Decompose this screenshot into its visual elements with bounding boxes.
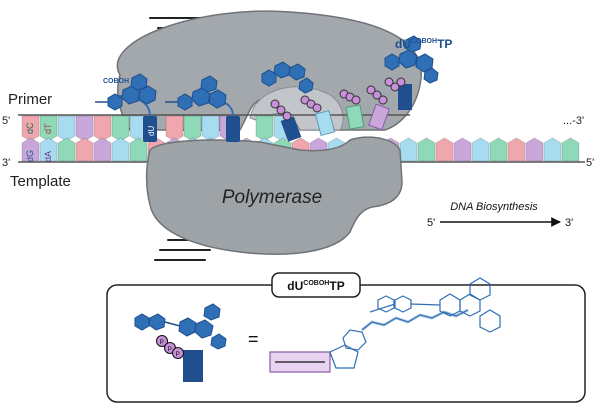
template-base: [471, 137, 490, 162]
equals-sign: =: [248, 329, 259, 349]
svg-text:P: P: [160, 339, 164, 346]
primer-base: [111, 115, 130, 142]
polymerase-body: [145, 136, 403, 255]
incoming-nucleotide-4: [366, 85, 390, 131]
primer-bases: [21, 115, 292, 142]
svg-text:P: P: [176, 351, 180, 358]
template-base: [75, 137, 94, 162]
template-base: [93, 137, 112, 162]
primer-base: [201, 115, 220, 142]
incoming-nucleotide-5: [384, 77, 412, 110]
legend-da: dA: [43, 151, 53, 162]
primer-3prime: ...-3': [563, 115, 584, 127]
nucleotide-icon-simplified: P P P: [134, 303, 227, 382]
primer-base: [75, 115, 94, 142]
base-legend: dC dT dG dA: [25, 122, 53, 162]
direction-title: DNA Biosynthesis: [450, 201, 538, 213]
incoming-nucleotides: [270, 77, 412, 142]
polymerase-label: Polymerase: [222, 187, 322, 208]
structure-box-title-bg: [271, 272, 361, 298]
direction-indicator: DNA Biosynthesis 5' 3': [427, 201, 573, 229]
primer-base: [21, 115, 40, 142]
primer-label: Primer: [8, 91, 52, 108]
template-base: [453, 137, 472, 162]
direction-3prime: 3': [565, 217, 573, 229]
legend-dg: dG: [25, 150, 35, 162]
svg-text:P: P: [168, 346, 172, 353]
primer-base: [165, 115, 184, 142]
template-base: [435, 137, 454, 162]
incorporated-du-label: dU: [147, 126, 156, 136]
structure-box-title: dUCOBOHTP: [287, 279, 344, 293]
dye-molecule-2: [165, 75, 227, 111]
template-base: [111, 137, 130, 162]
primer-base: [255, 115, 274, 142]
incoming-nucleotide-2: [300, 95, 336, 137]
template-label: Template: [10, 173, 71, 190]
template-5prime: 5': [586, 157, 594, 169]
template-base: [525, 137, 544, 162]
template-base: [561, 137, 580, 162]
dye-molecule-1: [95, 73, 157, 111]
template-base: [39, 137, 58, 162]
template-base: [417, 137, 436, 162]
icon-base-block: [183, 350, 203, 382]
template-base: [21, 137, 40, 162]
template-3prime: 3': [2, 157, 10, 169]
incoming-nucleotide-1: [270, 99, 302, 142]
primer-base: [93, 115, 112, 142]
structure-box: [106, 284, 586, 403]
template-base: [57, 137, 76, 162]
incoming-dye-2: [384, 35, 439, 84]
legend-dc: dC: [25, 122, 35, 134]
primer-5prime: 5': [2, 115, 10, 127]
nucleotide-top-label: dUCOBOHTP: [395, 37, 452, 51]
template-base: [507, 137, 526, 162]
primer-base: [129, 115, 148, 142]
coboh-small-label: COBOH: [103, 78, 129, 85]
template-base: [399, 137, 418, 162]
chemical-structure: [269, 277, 501, 373]
chemical-structure-highlight: [361, 308, 469, 332]
direction-5prime: 5': [427, 217, 435, 229]
primer-base: [39, 115, 58, 142]
template-base: [129, 137, 148, 162]
template-base: [489, 137, 508, 162]
incoming-dye-1: [261, 61, 314, 94]
primer-base: [57, 115, 76, 142]
legend-dt: dT: [43, 123, 53, 134]
incoming-nucleotide-3: [339, 89, 365, 130]
template-base: [543, 137, 562, 162]
primer-base: [183, 115, 202, 142]
